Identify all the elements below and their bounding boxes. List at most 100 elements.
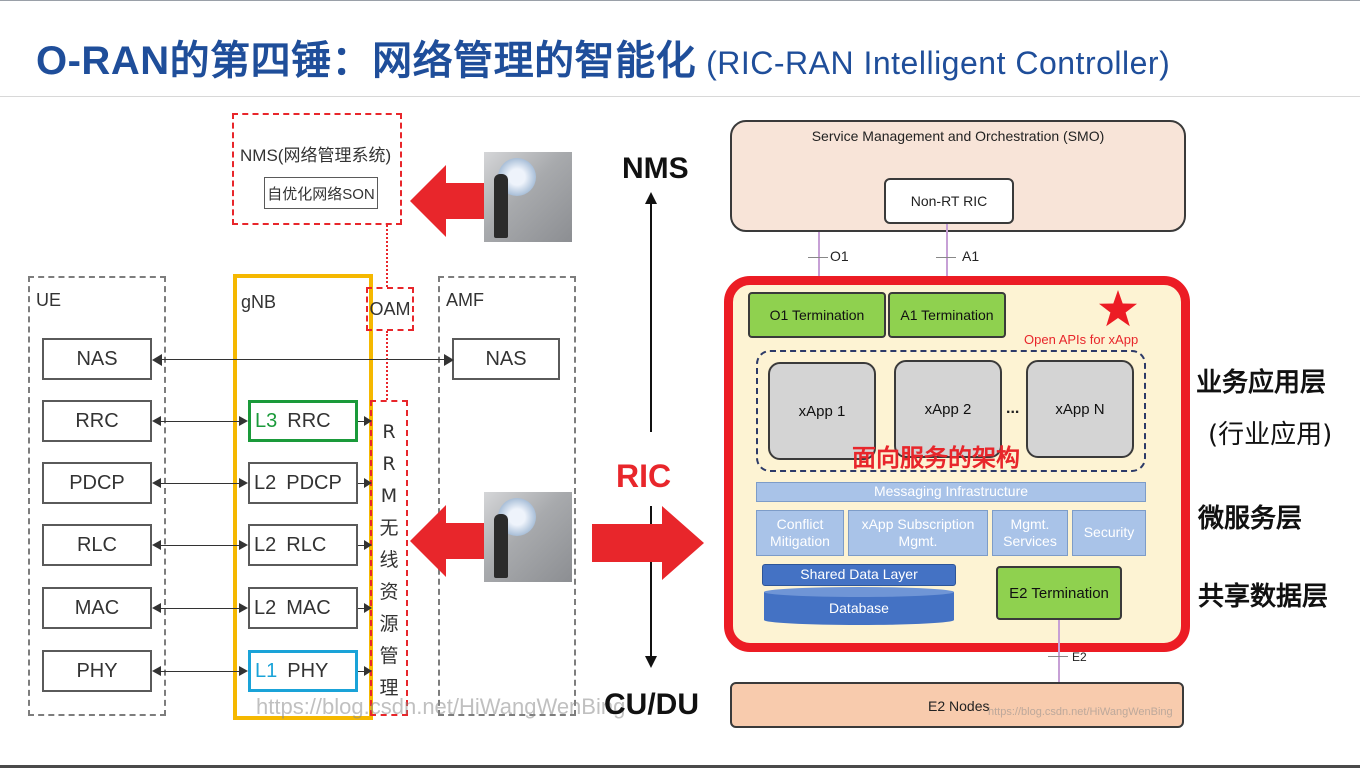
a1-tick — [936, 257, 956, 258]
ue-label: UE — [36, 290, 62, 310]
xapp-2: xApp 2 — [894, 360, 1002, 458]
red-arrow-to-rrm — [410, 505, 490, 577]
layer-business: 业务应用层 — [1196, 367, 1327, 397]
gnb-layer-tag: L3 — [255, 409, 278, 432]
nms-box: NMS(网络管理系统) 自优化网络SON — [232, 113, 402, 225]
a1-label: A1 — [962, 248, 980, 264]
gnb-box-pdcp: L2 PDCP — [248, 462, 358, 504]
rrm-char: 理 — [379, 677, 399, 699]
shared-data-layer: Shared Data Layer — [762, 564, 956, 586]
rrm-char: 管 — [379, 645, 399, 667]
arrowhead-right — [239, 478, 248, 488]
e2-nodes-box: E2 Nodes https://blog.csdn.net/HiWangWen… — [730, 682, 1184, 728]
gnb-label: gNB — [241, 292, 277, 312]
vertical-arrow-up-line — [650, 200, 652, 432]
nas-arrowhead-right — [444, 354, 454, 366]
man-figure-top — [494, 174, 508, 238]
rrm-char: 线 — [379, 549, 399, 571]
rrm-char: M — [380, 485, 398, 507]
smo-box: Service Management and Orchestration (SM… — [730, 120, 1186, 232]
a1-termination: A1 Termination — [888, 292, 1006, 338]
rrm-char: 源 — [379, 613, 399, 635]
o1-link — [818, 232, 820, 290]
gnb-layer-name: MAC — [286, 596, 331, 619]
ue-box-rlc: RLC — [42, 524, 152, 566]
arrowhead-right — [239, 603, 248, 613]
cudu-word: CU/DU — [604, 688, 699, 721]
title-sub: (RIC-RAN Intelligent Controller) — [706, 45, 1171, 81]
xapp-ellipsis: ... — [1006, 400, 1020, 417]
service-xapp-subscription: xApp Subscription Mgmt. — [848, 510, 988, 556]
photo-breakthrough-top — [484, 152, 572, 242]
title-main: O-RAN的第四锤：网络管理的智能化 — [36, 39, 697, 83]
rrm-char: R — [382, 421, 396, 443]
photo-breakthrough-bottom — [484, 492, 572, 582]
xapp-area — [756, 350, 1146, 472]
ue-gnb-link — [154, 545, 246, 546]
arrowhead-left — [152, 478, 161, 488]
non-rt-ric-box: Non-RT RIC — [884, 178, 1014, 224]
ue-box-mac: MAC — [42, 587, 152, 629]
e2-nodes-label: E2 Nodes — [928, 698, 990, 714]
rrm-char: 无 — [379, 517, 399, 539]
e2-termination: E2 Termination — [996, 566, 1122, 620]
non-rt-ric-label: Non-RT RIC — [910, 193, 988, 209]
xapp-n: xApp N — [1026, 360, 1134, 458]
oam-label: OAM — [369, 298, 411, 319]
service-conflict-mitigation: Conflict Mitigation — [756, 510, 844, 556]
arrowhead-right — [364, 540, 372, 550]
arrowhead-left — [152, 666, 161, 676]
nas-arrowhead-left — [152, 354, 162, 366]
gnb-layer-name: RRC — [287, 409, 331, 432]
gnb-layer-name: PHY — [287, 659, 329, 682]
gnb-layer-tag: L2 — [254, 533, 277, 556]
rrm-char: 资 — [379, 581, 399, 603]
arrowhead-right — [364, 666, 372, 676]
e2-link — [1058, 620, 1060, 682]
amf-container: AMF — [438, 276, 576, 716]
arrowhead-left — [152, 540, 161, 550]
service-security: Security — [1072, 510, 1146, 556]
layer-industry: (行业应用) — [1208, 420, 1333, 450]
gnb-layer-tag: L1 — [255, 659, 278, 682]
oam-rrm-connector — [386, 331, 388, 400]
ue-gnb-link — [154, 671, 246, 672]
ue-box-pdcp: PDCP — [42, 462, 152, 504]
ue-container: UE — [28, 276, 166, 716]
star-icon — [1099, 290, 1137, 327]
son-box: 自优化网络SON — [264, 177, 378, 209]
o1-tick — [808, 257, 828, 258]
layer-microservice: 微服务层 — [1198, 503, 1303, 533]
top-border — [0, 0, 1360, 1]
gnb-box-rlc: L2 RLC — [248, 524, 358, 566]
smo-label: Service Management and Orchestration (SM… — [811, 128, 1105, 144]
nms-label: NMS(网络管理系统) — [240, 146, 392, 165]
bottom-border — [0, 765, 1360, 768]
arrowhead-right — [239, 416, 248, 426]
arrowhead-right — [364, 416, 372, 426]
gnb-layer-name: RLC — [286, 533, 327, 556]
layer-shared-data: 共享数据层 — [1198, 581, 1329, 611]
e2-label: E2 — [1072, 650, 1087, 664]
arrowhead-right — [239, 666, 248, 676]
amf-label: AMF — [446, 290, 484, 310]
arrowhead-left — [152, 416, 161, 426]
gnb-layer-tag: L2 — [254, 471, 277, 494]
soa-label: 面向服务的架构 — [852, 444, 1020, 472]
gnb-layer-name: PDCP — [286, 471, 342, 494]
ue-box-phy: PHY — [42, 650, 152, 692]
ue-box-rrc: RRC — [42, 400, 152, 442]
red-arrow-to-nms — [410, 165, 490, 237]
man-figure-bottom — [494, 514, 508, 578]
rrm-char: R — [382, 453, 396, 475]
service-mgmt-services: Mgmt. Services — [992, 510, 1068, 556]
database-label: Database — [829, 600, 889, 616]
ue-gnb-link — [154, 421, 246, 422]
left-watermark: https://blog.csdn.net/HiWangWenBing — [256, 694, 626, 719]
messaging-infrastructure: Messaging Infrastructure — [756, 482, 1146, 502]
nms-word: NMS — [622, 152, 689, 185]
ue-box-nas: NAS — [42, 338, 152, 380]
open-apis-label: Open APIs for xApp — [1024, 332, 1139, 347]
oam-box: OAM — [366, 287, 414, 331]
